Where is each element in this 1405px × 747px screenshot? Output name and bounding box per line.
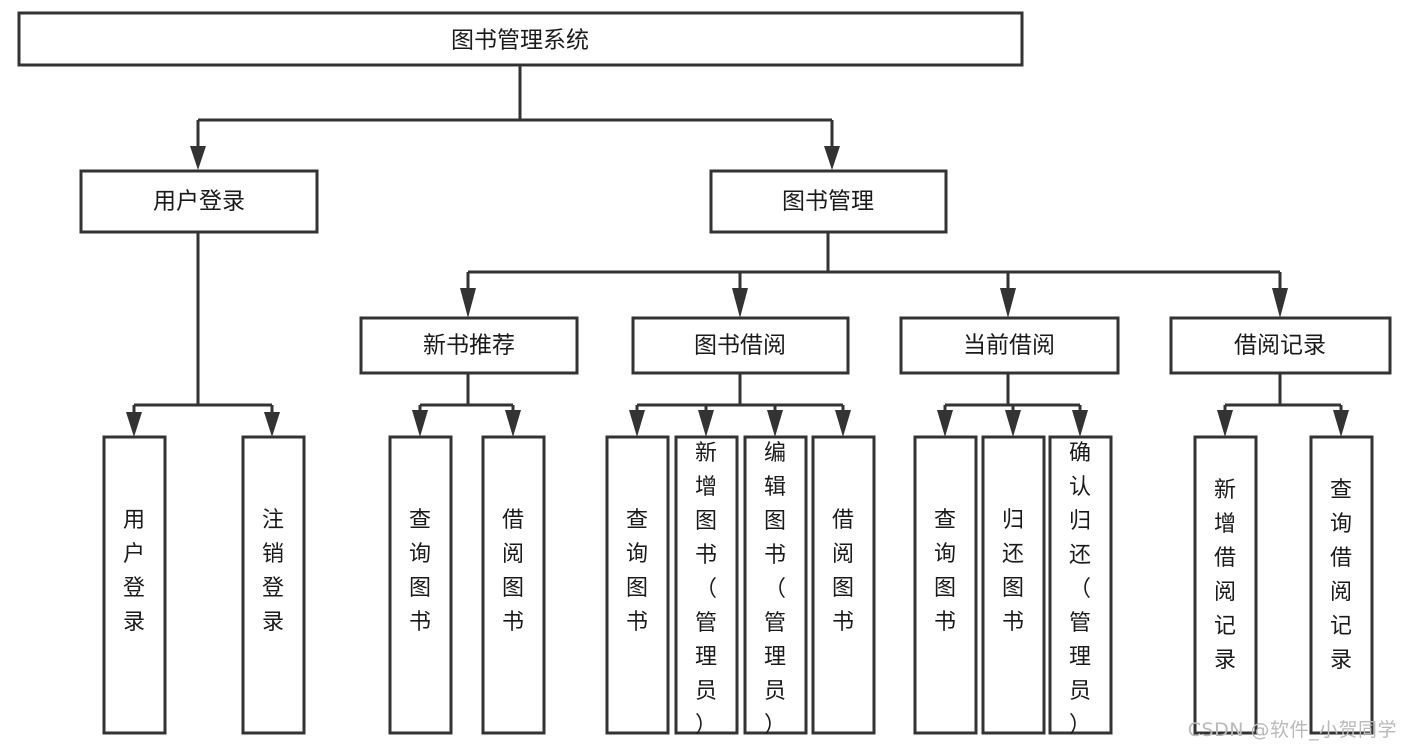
node-book-borrow[interactable]: 图书借阅 xyxy=(631,316,850,375)
connector-borrowrecord-to-leaves xyxy=(1217,373,1349,437)
leaf-bookborrow-add-book[interactable]: 新增图书（管理员） xyxy=(674,435,739,738)
node-user-login[interactable]: 用户登录 xyxy=(79,169,319,234)
leaf-label: 归还图书 xyxy=(1002,508,1024,635)
arrow-head-icon xyxy=(767,410,783,437)
leaf-label: 查询图书 xyxy=(626,508,648,635)
node-box xyxy=(79,169,319,234)
leaf-user-login-logout[interactable]: 注销登录 xyxy=(241,435,306,735)
node-box xyxy=(1048,435,1113,735)
csdn-watermark: CSDN @软件_小贺同学 xyxy=(1187,719,1397,741)
leaf-currentborrow-query-book[interactable]: 查询图书 xyxy=(913,435,978,735)
node-label: 借阅记录 xyxy=(1234,333,1326,359)
arrow-head-icon xyxy=(1072,410,1088,437)
node-box xyxy=(743,435,808,735)
leaf-label: 借阅图书 xyxy=(502,508,524,635)
node-label: 图书管理系统 xyxy=(451,28,589,54)
leaf-label: 新增图书（管理员） xyxy=(695,441,717,738)
arrow-head-icon xyxy=(732,288,748,318)
arrow-head-icon xyxy=(824,146,840,170)
node-box xyxy=(674,435,739,735)
leaf-bookborrow-edit-book[interactable]: 编辑图书（管理员） xyxy=(743,435,808,738)
node-box xyxy=(631,316,850,375)
arrow-head-icon xyxy=(190,146,206,170)
node-box xyxy=(1193,435,1258,735)
leaf-borrowrecord-add-record[interactable]: 新增借阅记录 xyxy=(1193,435,1258,735)
leaf-label: 编辑图书（管理员） xyxy=(764,441,786,738)
arrow-head-icon xyxy=(698,410,714,437)
connector-userlogin-to-leaves xyxy=(126,232,280,437)
node-root-book-management-system[interactable]: 图书管理系统 xyxy=(17,11,1024,67)
node-box xyxy=(102,435,167,735)
node-box xyxy=(17,11,1024,67)
leaf-label: 确认归还（管理员） xyxy=(1069,441,1091,738)
node-label: 图书借阅 xyxy=(694,333,786,359)
node-new-book-recommend[interactable]: 新书推荐 xyxy=(359,316,579,375)
node-box xyxy=(709,169,948,234)
arrow-head-icon xyxy=(1333,410,1349,437)
arrow-head-icon xyxy=(1000,288,1016,318)
leaf-bookborrow-query-book[interactable]: 查询图书 xyxy=(605,435,670,735)
arrow-head-icon xyxy=(629,410,645,437)
connector-bookmgmt-to-level3 xyxy=(460,232,1288,318)
node-box xyxy=(388,435,453,735)
node-box xyxy=(605,435,670,735)
node-box xyxy=(1309,435,1374,735)
arrow-head-icon xyxy=(1272,288,1288,318)
leaf-label: 新增借阅记录 xyxy=(1214,478,1236,673)
arrow-head-icon xyxy=(1217,410,1233,437)
arrow-head-icon xyxy=(505,410,521,437)
node-book-management[interactable]: 图书管理 xyxy=(709,169,948,234)
node-label: 用户登录 xyxy=(153,189,245,215)
leaf-newbook-borrow-book[interactable]: 借阅图书 xyxy=(481,435,546,735)
node-label: 新书推荐 xyxy=(423,333,515,359)
node-box xyxy=(811,435,876,735)
node-current-borrow[interactable]: 当前借阅 xyxy=(899,316,1120,375)
node-box xyxy=(899,316,1120,375)
arrow-head-icon xyxy=(126,412,142,437)
node-box xyxy=(481,435,546,735)
arrow-head-icon xyxy=(835,410,851,437)
arrow-head-icon xyxy=(264,412,280,437)
node-box xyxy=(913,435,978,735)
node-label: 图书管理 xyxy=(782,189,874,215)
leaf-label: 查询图书 xyxy=(409,508,431,635)
connector-currentborrow-to-leaves xyxy=(937,373,1088,437)
connector-root-to-level2 xyxy=(190,65,840,170)
node-box xyxy=(1169,316,1392,375)
leaf-label: 查询图书 xyxy=(934,508,956,635)
connector-newbook-to-leaves xyxy=(412,373,521,437)
leaf-label: 注销登录 xyxy=(262,508,284,635)
arrow-head-icon xyxy=(1005,410,1021,437)
leaf-currentborrow-return-book[interactable]: 归还图书 xyxy=(981,435,1046,735)
node-label: 当前借阅 xyxy=(963,333,1055,359)
leaf-label: 查询借阅记录 xyxy=(1330,478,1352,673)
leaf-borrowrecord-query-record[interactable]: 查询借阅记录 xyxy=(1309,435,1374,735)
arrow-head-icon xyxy=(412,410,428,437)
arrow-head-icon xyxy=(937,410,953,437)
node-borrow-record[interactable]: 借阅记录 xyxy=(1169,316,1392,375)
leaf-bookborrow-borrow-book[interactable]: 借阅图书 xyxy=(811,435,876,735)
node-box xyxy=(981,435,1046,735)
node-box xyxy=(241,435,306,735)
leaf-newbook-query-book[interactable]: 查询图书 xyxy=(388,435,453,735)
node-box xyxy=(359,316,579,375)
connector-bookborrow-to-leaves xyxy=(629,373,851,437)
arrow-head-icon xyxy=(460,288,476,318)
leaf-user-login-login[interactable]: 用户登录 xyxy=(102,435,167,735)
leaf-label: 用户登录 xyxy=(123,508,145,635)
leaf-currentborrow-confirm-return[interactable]: 确认归还（管理员） xyxy=(1048,435,1113,738)
leaf-label: 借阅图书 xyxy=(832,508,854,635)
